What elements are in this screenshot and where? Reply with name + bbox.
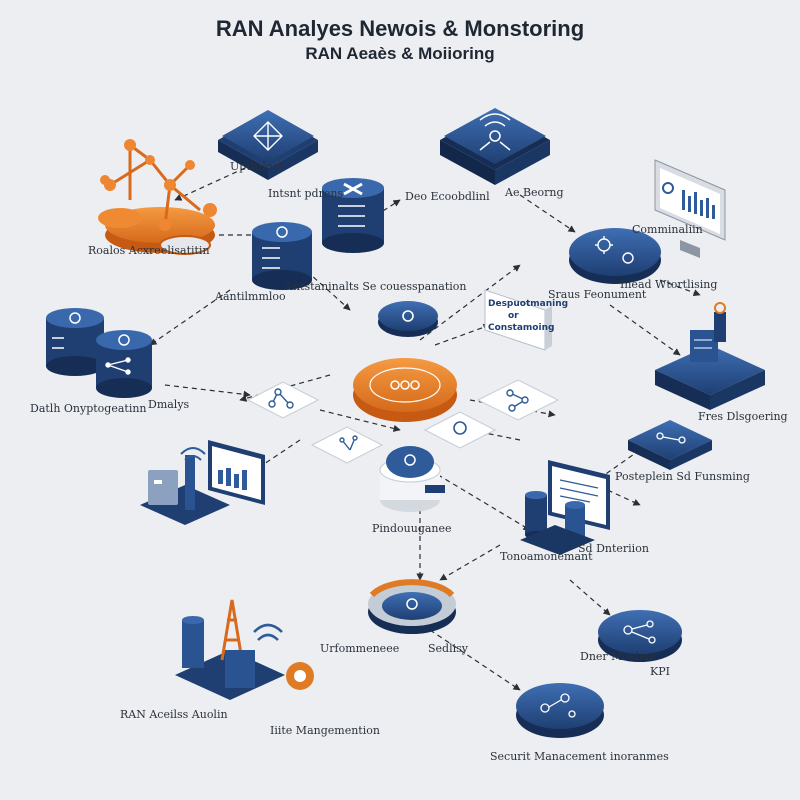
server-block[interactable] bbox=[655, 302, 765, 410]
nodes-icon bbox=[268, 388, 294, 409]
tower-icon bbox=[220, 599, 244, 661]
label-panel-line3: Constamoing bbox=[488, 323, 554, 333]
target-icon bbox=[404, 454, 416, 466]
tile-center-right[interactable] bbox=[423, 411, 497, 449]
label-pindou: Pindouuganee bbox=[372, 522, 452, 535]
sensor-chip[interactable] bbox=[440, 108, 550, 185]
label-comminaliin: Comminaliin bbox=[632, 223, 703, 236]
database-stack-left[interactable] bbox=[46, 308, 152, 398]
central-hub[interactable] bbox=[353, 358, 457, 422]
label-sd-dntertion: Sd Dnteriion bbox=[578, 542, 649, 555]
gear-icon bbox=[118, 334, 130, 346]
label-kpi: KPI bbox=[650, 665, 670, 678]
wifi-icon bbox=[180, 447, 206, 461]
network-icon bbox=[253, 121, 283, 151]
tile-right[interactable] bbox=[476, 379, 560, 421]
dish-device[interactable] bbox=[379, 446, 445, 512]
nodes-icon bbox=[656, 432, 686, 444]
chain-icon bbox=[390, 380, 420, 390]
antenna-icon bbox=[714, 302, 726, 314]
utility-chip[interactable] bbox=[218, 110, 318, 180]
target-disc[interactable] bbox=[378, 301, 438, 337]
label-deo-ecoobdlinl: Deo Ecoobdlinl bbox=[405, 190, 490, 203]
label-roalos: Roalos Acxreelisatitin bbox=[88, 244, 210, 257]
label-securit: Securit Manacement inoranmes bbox=[490, 750, 669, 763]
security-disc[interactable] bbox=[516, 683, 604, 738]
label-instant-patterns: Intsnt pdrens bbox=[268, 187, 343, 200]
target-icon bbox=[69, 312, 81, 324]
gear-icon bbox=[286, 662, 314, 690]
label-urfomeneee: Urfommeneee bbox=[320, 642, 399, 655]
label-sraus-feonument: Sraus Feonument bbox=[548, 288, 647, 301]
label-panel-line1: Despuotmaning bbox=[488, 299, 568, 309]
label-panel-line2: or bbox=[508, 311, 519, 321]
label-fres: Fres Dlsgoering bbox=[698, 410, 788, 423]
nodes-chip[interactable] bbox=[628, 420, 712, 470]
label-dner-modest: Dner Moeleat bbox=[580, 650, 657, 663]
tile-center-left[interactable] bbox=[310, 426, 384, 464]
bar-chart-icon bbox=[682, 190, 715, 219]
bar-chart-icon bbox=[218, 468, 247, 490]
database-stack-upper[interactable] bbox=[252, 178, 384, 290]
nodes-icon bbox=[506, 389, 529, 412]
label-tomenf: Tonoamonemant bbox=[500, 550, 593, 563]
nodes-icon bbox=[105, 357, 131, 375]
gears-icon bbox=[595, 236, 634, 264]
target-icon bbox=[453, 421, 467, 435]
label-utility: Upttuloel bbox=[230, 160, 283, 173]
target-icon bbox=[406, 598, 418, 610]
nodes-icon bbox=[540, 693, 576, 718]
sensor-icon bbox=[479, 113, 511, 151]
monitor-cylinders[interactable] bbox=[520, 460, 610, 555]
wifi-icon bbox=[253, 623, 283, 641]
speed-disc[interactable] bbox=[368, 579, 456, 634]
label-inead-wtortlising: Inead Wtortlising bbox=[620, 278, 717, 291]
label-ae-beorng: Ae Beorng bbox=[504, 186, 564, 199]
tile-left[interactable] bbox=[246, 381, 320, 419]
target-icon bbox=[402, 310, 414, 322]
link-icon bbox=[276, 226, 288, 238]
label-ran-acess: RAN Aceilss Auolin bbox=[120, 708, 228, 721]
tower-infrastructure[interactable] bbox=[175, 599, 314, 700]
label-antstaninalts: Antstaninalts Se couesspanation bbox=[284, 280, 467, 293]
antenna-terminal[interactable] bbox=[140, 440, 265, 525]
label-posteplein: Posteplein Sd Funsming bbox=[615, 470, 750, 483]
monitor-dashboard[interactable] bbox=[654, 159, 726, 258]
nodes-icon bbox=[623, 620, 656, 644]
page-subtitle: RAN Aeaès & Moiioring bbox=[305, 44, 495, 63]
label-aantilmmloo: Aantilmmloo bbox=[214, 290, 286, 303]
label-data-left: Datlh Onyptogeatinn bbox=[30, 402, 147, 415]
label-sedlisy: Sedlisy bbox=[428, 642, 469, 655]
page-title: RAN Analyes Newois & Monstoring bbox=[215, 16, 585, 41]
x-logo-icon bbox=[343, 182, 363, 196]
label-analys: Dmalys bbox=[148, 398, 190, 411]
network-disc[interactable] bbox=[598, 610, 682, 662]
label-lite-mgmt: Iiite Mangemention bbox=[270, 724, 380, 737]
orange-network-cluster[interactable] bbox=[98, 139, 217, 255]
gears-disc[interactable] bbox=[569, 228, 661, 284]
status-panel[interactable] bbox=[484, 289, 552, 351]
branch-icon bbox=[339, 435, 358, 451]
